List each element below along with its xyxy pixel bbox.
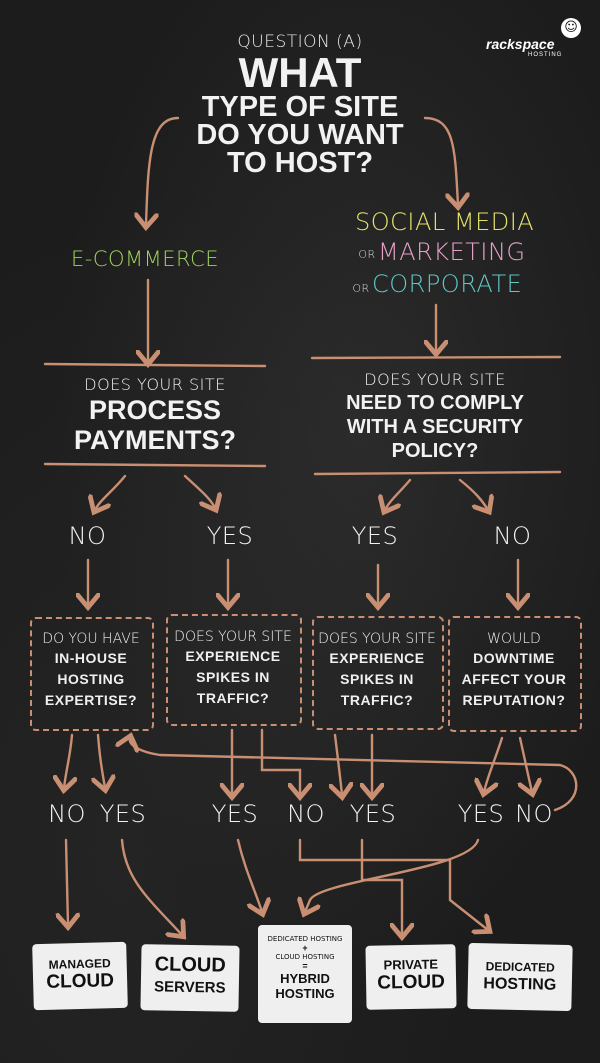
- result-line: CLOUD: [154, 953, 226, 977]
- question-right-big2: WITH A SECURITY: [346, 416, 524, 438]
- result-hybrid-hosting: DEDICATED HOSTING + CLOUD HOSTING = HYBR…: [258, 925, 352, 1023]
- result-line: +: [302, 943, 308, 953]
- answer-yes: YES: [206, 522, 254, 550]
- answer-no: NO: [68, 522, 107, 550]
- answer-yes: YES: [99, 800, 147, 828]
- question-right-big3: POLICY?: [391, 440, 479, 462]
- question-box-traffic-right: [312, 616, 444, 730]
- answer-yes: YES: [211, 800, 259, 828]
- or-label: OR: [358, 248, 376, 261]
- box-big-text: EXPERTISE?: [44, 692, 138, 708]
- title-line3: DO YOU WANT: [196, 119, 404, 151]
- question-right-small: DOES YOUR SITE: [364, 370, 506, 389]
- logo-subtext: HOSTING: [528, 52, 563, 58]
- box-big-text: EXPERIENCE: [185, 648, 281, 664]
- branch-corporate: CORPORATE: [372, 270, 523, 298]
- result-line: SERVERS: [153, 978, 226, 997]
- question-box-expertise: [30, 617, 154, 731]
- answer-yes: YES: [349, 800, 397, 828]
- box-big-text: DOWNTIME: [473, 650, 555, 666]
- box-big-text: IN-HOUSE: [54, 650, 128, 666]
- result-cloud-servers: CLOUD SERVERS: [140, 944, 240, 1012]
- answer-no: NO: [493, 522, 532, 550]
- title-what: WHAT: [238, 49, 362, 96]
- result-line: HOSTING: [275, 986, 335, 1001]
- question-box-traffic-left-text: DOES YOUR SITE EXPERIENCE SPIKES IN TRAF…: [166, 628, 300, 709]
- question-box-expertise-text: DO YOU HAVE IN-HOUSE HOSTING EXPERTISE?: [30, 630, 152, 711]
- box-big-text: TRAFFIC?: [196, 690, 270, 706]
- answer-no: NO: [515, 800, 553, 828]
- answer-yes: YES: [457, 800, 505, 828]
- result-line: HYBRID: [280, 971, 330, 986]
- box-big-text: REPUTATION?: [462, 692, 566, 708]
- result-line: CLOUD: [46, 970, 115, 993]
- result-line: DEDICATED HOSTING: [267, 935, 343, 943]
- box-small-text: DOES YOUR SITE: [174, 629, 292, 645]
- box-big-text: HOSTING: [57, 671, 125, 687]
- question-right-big1: NEED TO COMPLY: [346, 392, 524, 414]
- box-small-text: WOULD: [487, 631, 541, 647]
- result-line: CLOUD: [377, 971, 446, 994]
- question-left-big2: PAYMENTS?: [73, 425, 237, 455]
- logo-wordmark: rackspace: [486, 36, 555, 52]
- result-dedicated-hosting: DEDICATED HOSTING: [467, 942, 573, 1012]
- rackspace-logo: ☺ rackspace HOSTING: [486, 18, 586, 60]
- logo-figure-icon: ☺: [561, 18, 581, 38]
- answer-no: NO: [48, 800, 86, 828]
- box-small-text: DO YOU HAVE: [42, 631, 140, 647]
- box-big-text: SPIKES IN: [196, 669, 270, 685]
- question-left-small: DOES YOUR SITE: [84, 375, 226, 394]
- question-box-reputation-text: WOULD DOWNTIME AFFECT YOUR REPUTATION?: [448, 630, 580, 711]
- question-box-traffic-right-text: DOES YOUR SITE EXPERIENCE SPIKES IN TRAF…: [312, 630, 442, 711]
- question-label: QUESTION (A): [237, 32, 363, 52]
- result-line: CLOUD HOSTING: [275, 953, 335, 961]
- box-big-text: EXPERIENCE: [329, 650, 425, 666]
- answer-yes: YES: [351, 522, 399, 550]
- box-small-text: DOES YOUR SITE: [318, 631, 436, 647]
- box-big-text: SPIKES IN: [340, 671, 414, 687]
- question-box-reputation: [448, 616, 582, 732]
- question-left-big1: PROCESS: [88, 395, 222, 425]
- result-private-cloud: PRIVATE CLOUD: [365, 944, 457, 1010]
- result-managed-cloud: MANAGED CLOUD: [32, 941, 128, 1011]
- branch-ecommerce: E-COMMERCE: [70, 247, 220, 271]
- result-line: DEDICATED: [485, 959, 555, 975]
- result-line: HOSTING: [483, 975, 557, 994]
- branch-marketing: MARKETING: [378, 238, 526, 266]
- answer-no: NO: [287, 800, 325, 828]
- question-box-traffic-left: [166, 614, 302, 726]
- branch-social-media: SOCIAL MEDIA: [355, 208, 535, 236]
- or-label: OR: [352, 282, 370, 295]
- result-line: PRIVATE: [383, 956, 439, 973]
- box-big-text: AFFECT YOUR: [461, 671, 567, 687]
- box-big-text: TRAFFIC?: [340, 692, 414, 708]
- result-line: =: [302, 961, 308, 971]
- title-line4: TO HOST?: [226, 147, 374, 179]
- title-line2: TYPE OF SITE: [201, 91, 399, 123]
